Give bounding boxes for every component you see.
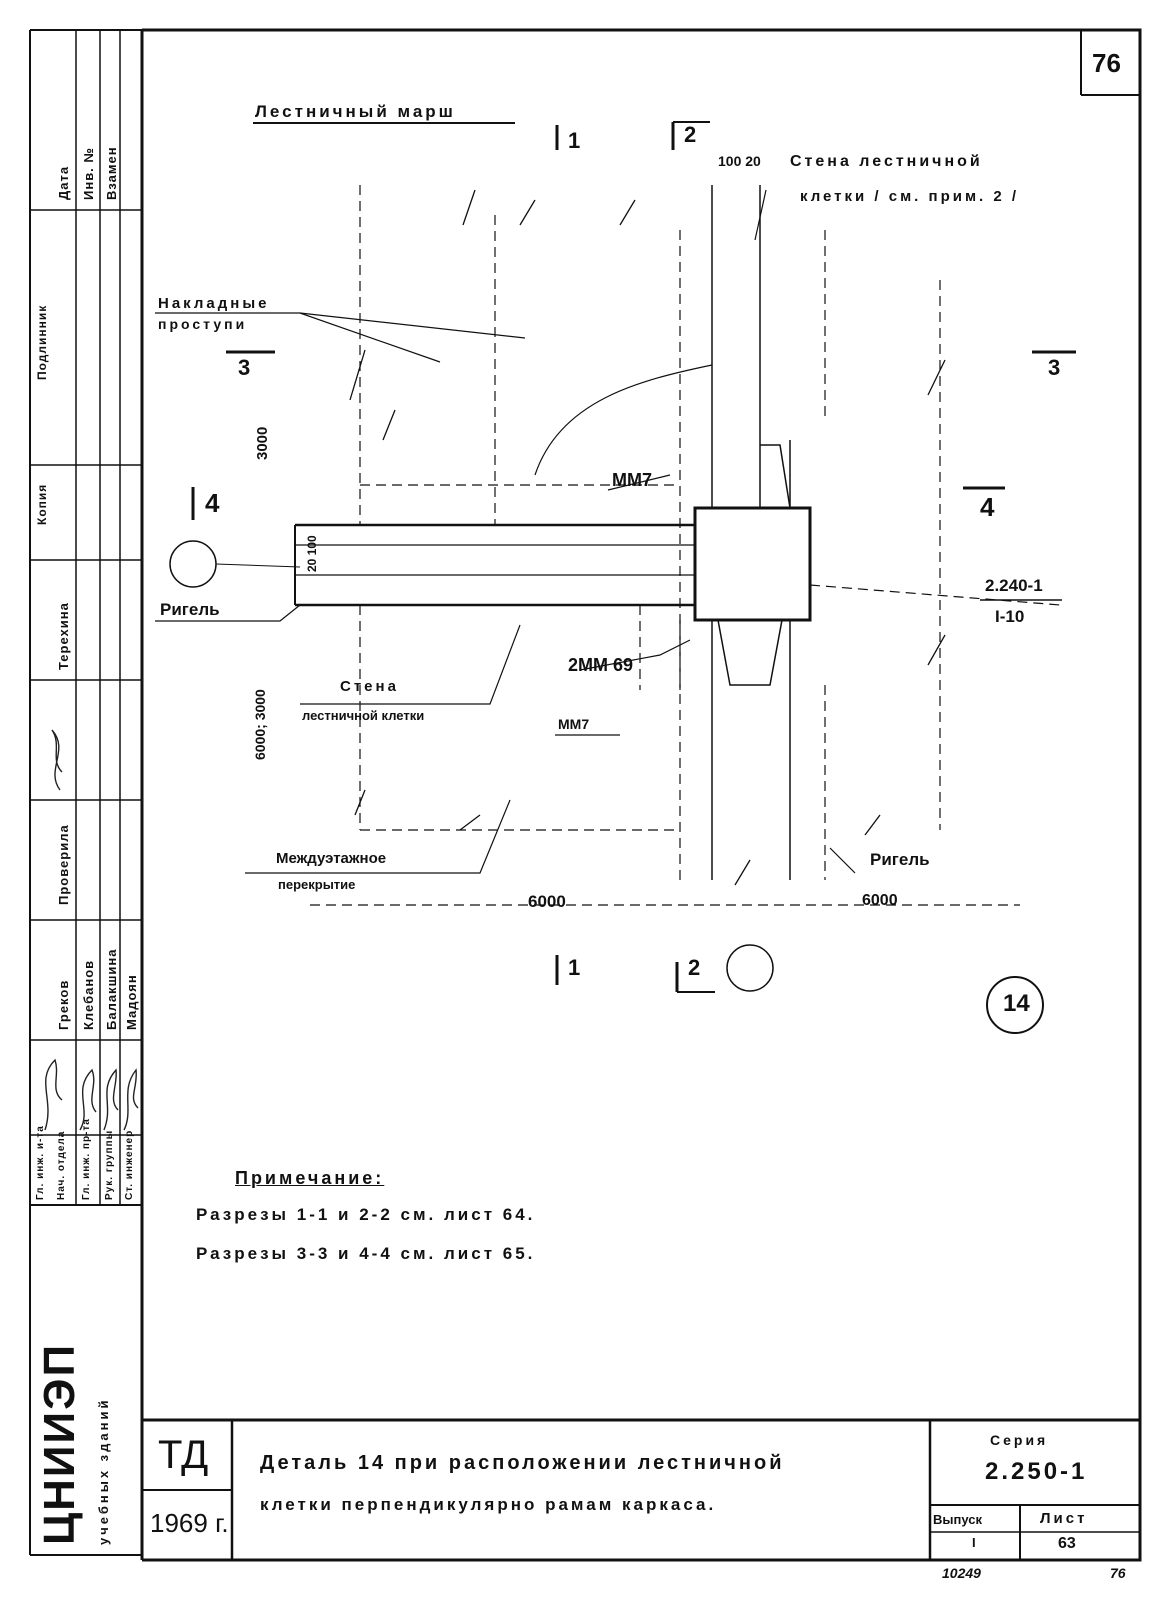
title-line-1: Деталь 14 при расположении лестничной xyxy=(260,1452,785,1474)
series-label: Серия xyxy=(990,1432,1049,1448)
issue-value: I xyxy=(972,1535,976,1550)
label-floor-slab-2: перекрытие xyxy=(278,877,356,892)
note-title: Примечание: xyxy=(235,1168,385,1188)
label-wall-stairwell-top-2: клетки / см. прим. 2 / xyxy=(800,188,1020,205)
dim-6000-right: 6000 xyxy=(862,892,898,909)
note-line-2: Разрезы 3-3 и 4-4 см. лист 65. xyxy=(196,1244,536,1263)
dim-100-20: 100 20 xyxy=(718,153,761,169)
note-line-1: Разрезы 1-1 и 2-2 см. лист 64. xyxy=(196,1205,536,1224)
label-overlay-treads-2: проступи xyxy=(158,316,248,332)
footer-page-number: 76 xyxy=(1110,1565,1126,1581)
ref-series-top: 2.240-1 xyxy=(985,576,1043,595)
issue-label: Выпуск xyxy=(933,1512,982,1527)
label-wall-stairwell-mid-2: лестничной клетки xyxy=(302,708,425,723)
dim-6000-left: 6000 xyxy=(528,892,566,911)
label-wall-stairwell-mid-1: Стена xyxy=(340,678,399,695)
label-overlay-treads-1: Накладные xyxy=(158,295,270,312)
label-stair-flight: Лестничный марш xyxy=(255,102,456,121)
archive-number: 10249 xyxy=(942,1565,981,1581)
label-floor-slab-1: Междуэтажное xyxy=(276,850,387,867)
series-value: 2.250-1 xyxy=(985,1458,1088,1485)
label-rigel-left: Ригель xyxy=(160,600,220,619)
section-mark-3-left: 3 xyxy=(238,355,251,380)
section-mark-3-right: 3 xyxy=(1048,355,1061,380)
label-mm7-top: ММ7 xyxy=(612,470,652,490)
label-mm7-bottom: ММ7 xyxy=(558,716,590,732)
org-subtitle: учебных зданий xyxy=(96,1397,111,1545)
org-name-logo: ЦНИИЭП xyxy=(35,1342,84,1545)
sheet-value: 63 xyxy=(1058,1535,1076,1552)
sheet-corner-number: 76 xyxy=(1092,48,1121,78)
ref-series-bottom: I-10 xyxy=(995,607,1025,626)
sheet-label: Лист xyxy=(1040,1510,1088,1527)
section-mark-4-right: 4 xyxy=(980,492,995,522)
label-mm69: 2ММ 69 xyxy=(568,655,634,675)
section-mark-2-bottom: 2 xyxy=(688,955,701,980)
title-block-code: ТД xyxy=(158,1433,209,1477)
label-rigel-right: Ригель xyxy=(870,850,930,869)
section-mark-4-left: 4 xyxy=(205,488,220,518)
detail-number-circle: 14 xyxy=(1003,990,1030,1017)
label-wall-stairwell-top: Стена лестничной xyxy=(790,153,983,170)
title-line-2: клетки перпендикулярно рамам каркаса. xyxy=(260,1495,717,1514)
section-mark-2-top: 2 xyxy=(684,122,697,147)
section-mark-1-bottom: 1 xyxy=(568,955,581,980)
section-mark-1-top: 1 xyxy=(568,128,581,153)
title-block-year: 1969 г. xyxy=(150,1508,229,1538)
